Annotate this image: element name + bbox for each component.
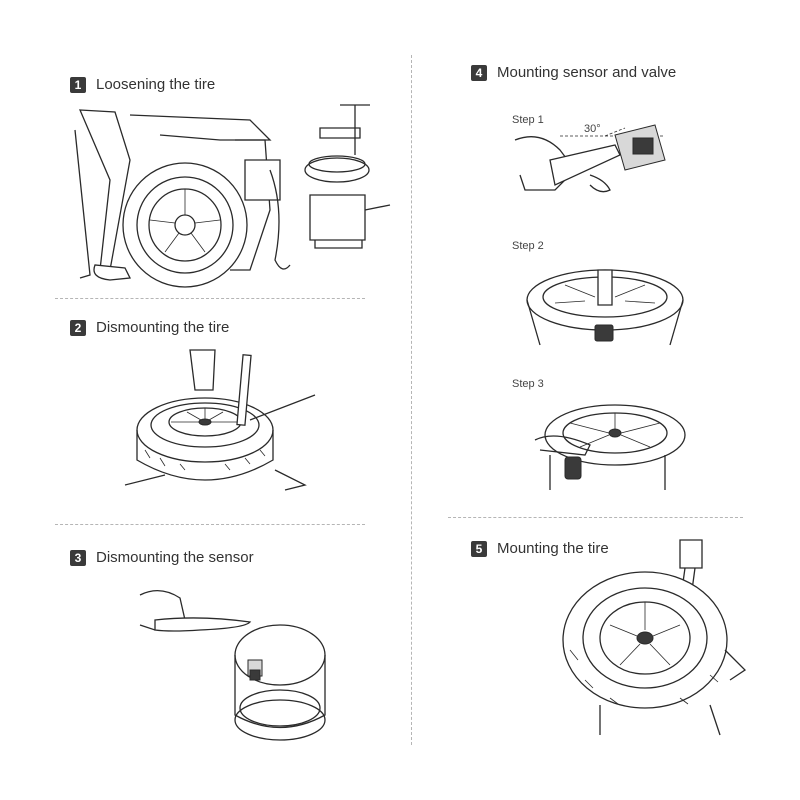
loosening-tire-illustration bbox=[70, 100, 400, 290]
section-4-number: 4 bbox=[471, 64, 487, 81]
section-5-heading: 5 Mounting the tire bbox=[471, 540, 609, 557]
step-2-label: Step 2 bbox=[512, 240, 544, 252]
step-2-illustration bbox=[525, 265, 685, 355]
section-1-number: 1 bbox=[70, 76, 86, 93]
divider-2 bbox=[55, 524, 365, 525]
section-3-title: Dismounting the sensor bbox=[96, 549, 254, 566]
divider-1 bbox=[55, 298, 365, 299]
section-3-heading: 3 Dismounting the sensor bbox=[70, 549, 254, 566]
mounting-tire-illustration bbox=[560, 540, 750, 740]
vertical-divider bbox=[411, 55, 412, 745]
dismounting-sensor-illustration bbox=[140, 580, 340, 745]
divider-3 bbox=[448, 517, 743, 518]
step-3-label: Step 3 bbox=[512, 378, 544, 390]
angle-label: 30° bbox=[584, 123, 601, 135]
section-5-title: Mounting the tire bbox=[497, 540, 609, 557]
section-3-number: 3 bbox=[70, 549, 86, 566]
step-3-illustration bbox=[535, 395, 665, 495]
step-1-label: Step 1 bbox=[512, 114, 544, 126]
section-1-title: Loosening the tire bbox=[96, 76, 216, 93]
section-5-number: 5 bbox=[471, 540, 487, 557]
dismounting-tire-illustration bbox=[125, 350, 395, 500]
section-2-heading: 2 Dismounting the tire bbox=[70, 319, 229, 336]
section-4-title: Mounting sensor and valve bbox=[497, 64, 677, 81]
section-2-title: Dismounting the tire bbox=[96, 319, 230, 336]
section-2-number: 2 bbox=[70, 319, 86, 336]
section-4-heading: 4 Mounting sensor and valve bbox=[471, 64, 676, 81]
section-1-heading: 1 Loosening the tire bbox=[70, 76, 215, 93]
step-1-illustration bbox=[515, 120, 675, 210]
